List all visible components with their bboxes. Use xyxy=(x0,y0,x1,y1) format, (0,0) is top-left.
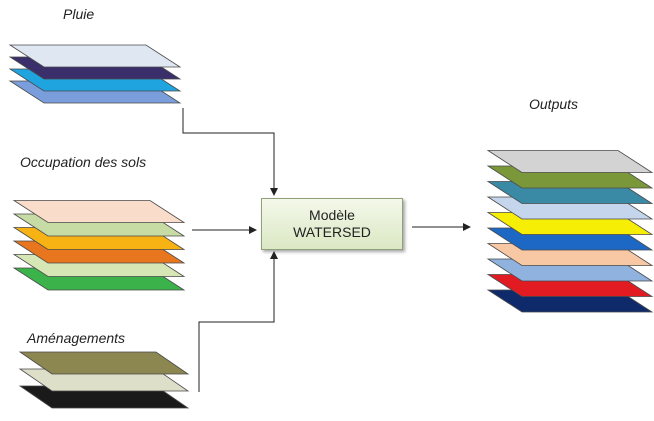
pluie-layer-4 xyxy=(8,44,182,68)
watersed-model-box: Modèle WATERSED xyxy=(261,198,403,250)
model-label-line1: Modèle xyxy=(309,207,355,223)
pluie-title: Pluie xyxy=(63,6,95,22)
amenagements-layer-stack xyxy=(18,351,190,409)
occupation-layer-stack xyxy=(12,200,186,291)
occupation-layer-6 xyxy=(12,200,186,223)
pluie-layer-stack xyxy=(8,44,182,104)
outputs-title: Outputs xyxy=(529,96,579,112)
model-label-line2: WATERSED xyxy=(293,224,371,240)
occupation-title: Occupation des sols xyxy=(20,154,147,170)
arrow-amenagements-to-model xyxy=(198,251,278,392)
arrow-pluie-to-model xyxy=(182,108,278,196)
amenagements-title: Aménagements xyxy=(27,330,126,346)
outputs-layer-stack xyxy=(486,150,654,313)
amenagements-layer-3 xyxy=(18,351,190,375)
outputs-layer-10 xyxy=(486,150,654,173)
